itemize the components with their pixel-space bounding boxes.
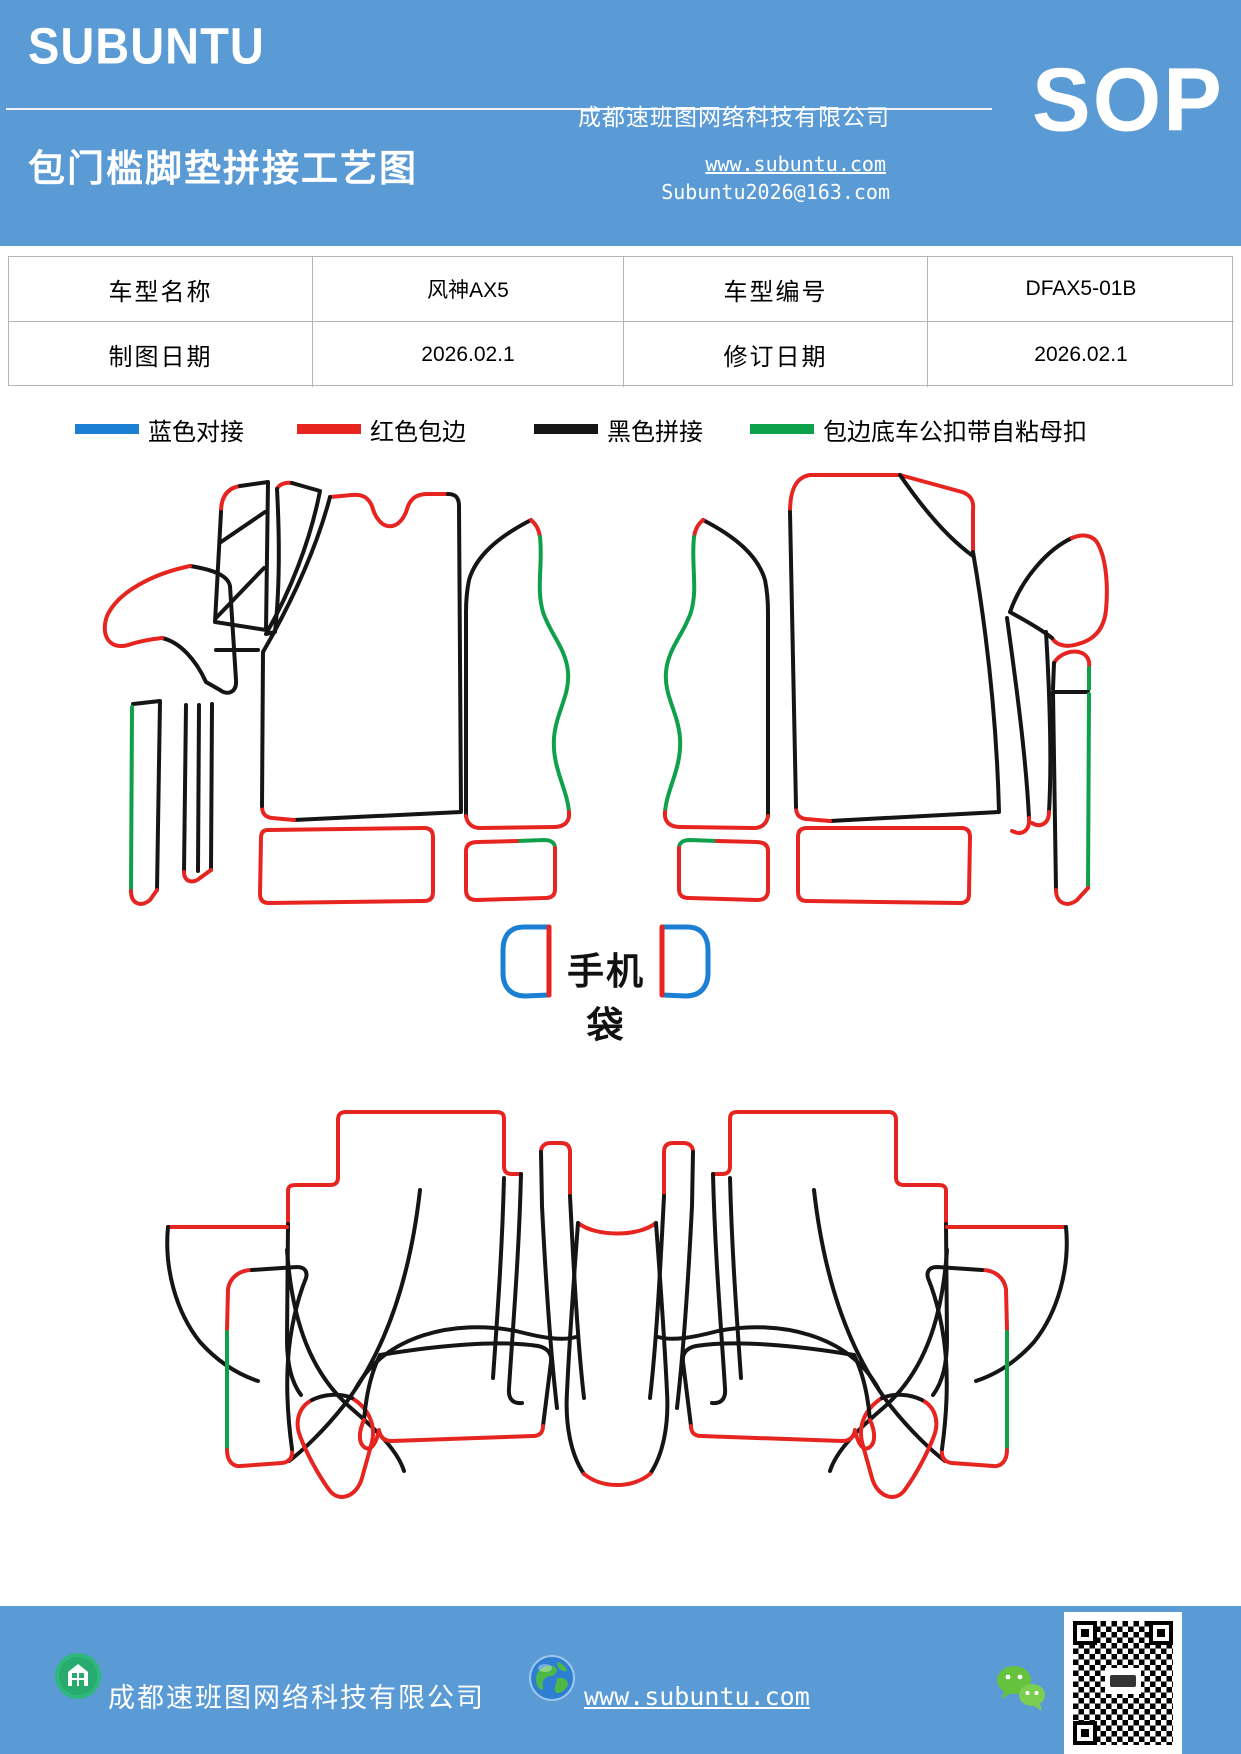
front-left-corner-panel — [213, 480, 270, 652]
legend-label: 红色包边 — [370, 419, 466, 446]
footer-company: 成都速班图网络科技有限公司 — [108, 1683, 485, 1713]
front-left-heel-rect — [258, 826, 435, 905]
header-band: SUBUNTU 包门槛脚垫拼接工艺图 成都速班图网络科技有限公司 www.sub… — [0, 0, 1241, 246]
table-cell-draw-date-value: 2026.02.1 — [313, 322, 624, 387]
rear-left-tab-strip — [539, 1141, 586, 1410]
rear-left-blade-piece — [295, 1392, 375, 1499]
logo-text: SUBUNTU — [28, 17, 265, 75]
table-cell-model-name-value: 风神AX5 — [313, 257, 624, 322]
header-email: Subuntu2026@163.com — [661, 180, 890, 204]
rear-lower-left-quad — [357, 1341, 554, 1451]
rear-right-mat — [656, 1110, 949, 1406]
sop-label: SOP — [1032, 49, 1224, 150]
legend-item-black-splice: 黑色拼接 — [534, 414, 703, 446]
front-right-tunnel-piece — [662, 518, 770, 830]
table-cell-rev-date-label: 修订日期 — [624, 322, 928, 387]
table-cell-model-code-value: DFAX5-01B — [928, 257, 1234, 322]
front-center-left-small-piece — [464, 838, 557, 902]
footer-website-link[interactable]: www.subuntu.com — [584, 1682, 810, 1711]
rear-lower-right-quad — [680, 1341, 877, 1451]
front-right-main-mat — [788, 473, 1001, 823]
front-right-hook-piece — [1008, 533, 1109, 648]
legend-item-green-snap-edge: 包边底车公扣带自粘母扣 — [750, 414, 1087, 446]
footer-band — [0, 1606, 1241, 1754]
page-title: 包门槛脚垫拼接工艺图 — [28, 149, 418, 190]
rear-left-sill-strip — [225, 1265, 309, 1469]
rear-right-tab-strip — [648, 1141, 695, 1410]
front-right-heel-rect — [796, 826, 972, 905]
qr-center-logo — [1105, 1668, 1141, 1694]
vehicle-info-table: 车型名称 风神AX5 车型编号 DFAX5-01B 制图日期 2026.02.1… — [8, 256, 1234, 387]
front-left-tunnel-piece — [464, 518, 572, 830]
front-left-sill-strip — [129, 699, 162, 906]
qr-finder-bottom-left — [1073, 1721, 1097, 1745]
front-right-wedge-piece — [1051, 649, 1092, 691]
rear-left-wing — [165, 1188, 422, 1473]
front-left-narrow-strip-pair — [182, 702, 214, 884]
front-right-strip-pair — [1005, 616, 1053, 835]
phone-bag-left-piece — [500, 924, 552, 999]
qr-finder-top-left — [1073, 1621, 1097, 1645]
rear-right-wing — [812, 1188, 1069, 1473]
front-left-wedge-panel — [264, 480, 322, 636]
table-cell-model-code-label: 车型编号 — [624, 257, 928, 322]
legend-label: 蓝色对接 — [148, 419, 244, 446]
globe-icon — [529, 1655, 575, 1701]
table-cell-model-name-label: 车型名称 — [9, 257, 313, 322]
rear-left-mat — [285, 1110, 578, 1406]
front-center-right-small-piece — [677, 838, 770, 902]
qr-finder-top-right — [1149, 1621, 1173, 1645]
header-divider — [6, 108, 992, 110]
blue-line-swatch — [75, 424, 139, 434]
red-line-swatch — [297, 424, 361, 434]
rear-right-sill-strip — [925, 1265, 1009, 1469]
rear-right-blade-piece — [859, 1392, 939, 1499]
legend-item-blue-butt-joint: 蓝色对接 — [75, 414, 244, 446]
qr-code — [1064, 1612, 1182, 1754]
header-company: 成都速班图网络科技有限公司 — [578, 105, 890, 130]
front-left-main-mat — [260, 492, 463, 822]
header-website-link[interactable]: www.subuntu.com — [705, 152, 886, 176]
green-line-swatch — [750, 424, 814, 434]
front-right-sill-strip — [1051, 690, 1091, 906]
legend-label: 包边底车公扣带自粘母扣 — [823, 419, 1087, 446]
black-line-swatch — [534, 424, 598, 434]
table-cell-draw-date-label: 制图日期 — [9, 322, 313, 387]
front-left-sock-piece — [102, 564, 239, 695]
phone-bag-label: 手机袋 — [567, 952, 645, 1047]
legend-item-red-edging: 红色包边 — [297, 414, 466, 446]
building-icon — [55, 1653, 101, 1699]
phone-bag-right-piece — [659, 924, 711, 999]
legend-label: 黑色拼接 — [607, 419, 703, 446]
table-cell-rev-date-value: 2026.02.1 — [1034, 342, 1128, 366]
wechat-icon — [997, 1666, 1045, 1711]
